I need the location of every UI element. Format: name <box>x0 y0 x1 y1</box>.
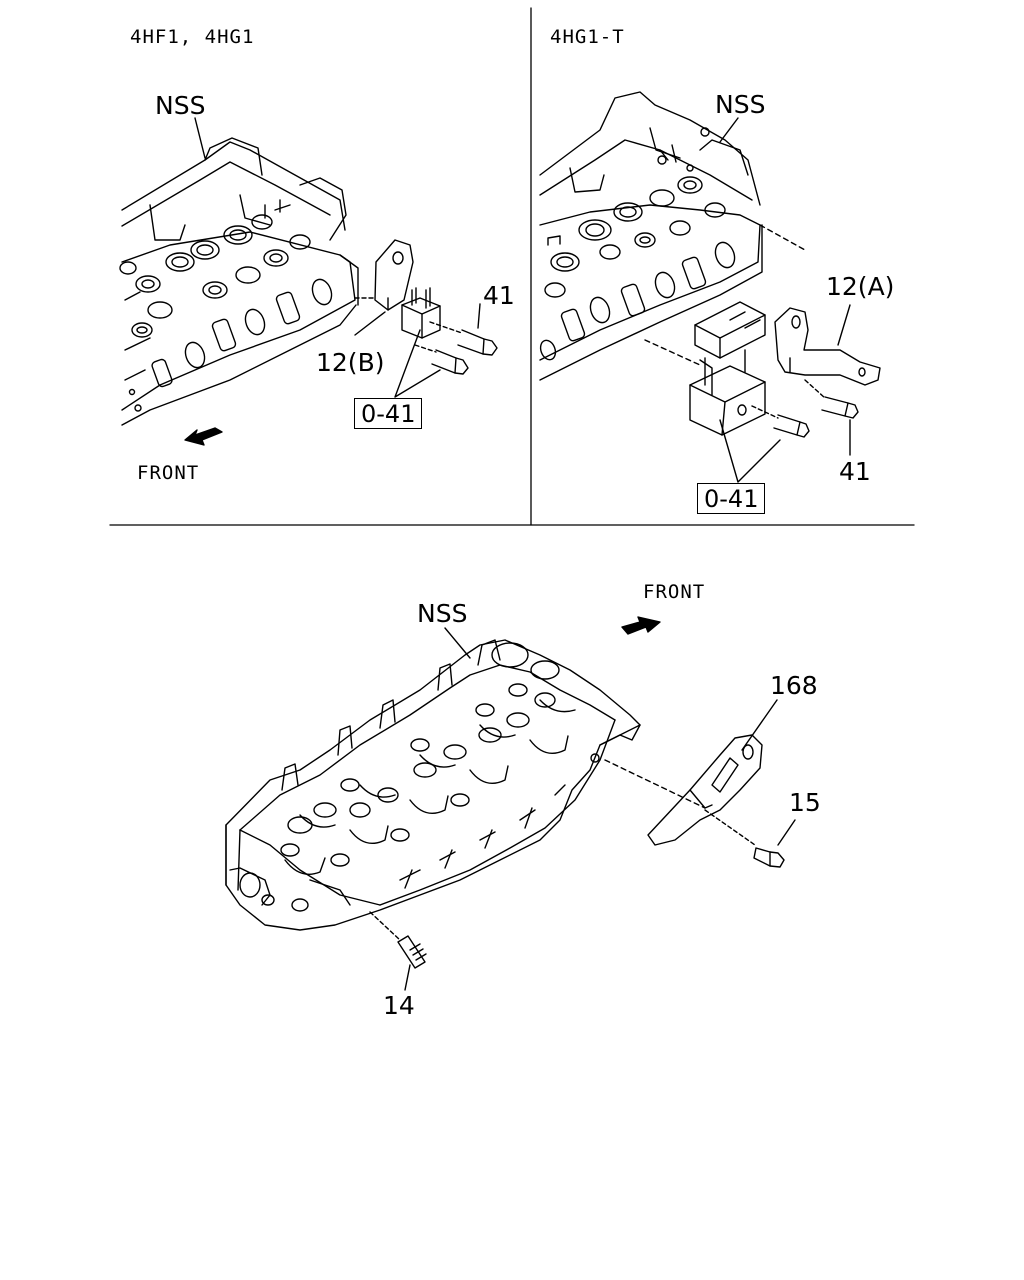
callout-nss-bottom: NSS <box>417 599 468 628</box>
leader-nss-top-left <box>194 117 206 159</box>
cylinder-head-bottom <box>225 639 706 931</box>
cylinder-head-top-left <box>119 137 359 426</box>
title-top-right: 4HG1-T <box>550 26 625 48</box>
bolt-15-part <box>753 819 796 868</box>
title-top-left: 4HF1, 4HG1 <box>130 26 255 48</box>
front-arrow-icon <box>184 427 223 446</box>
callout-41-top-right: 41 <box>839 457 871 486</box>
bracket-12a-part <box>689 301 881 483</box>
bracket-12b-part <box>354 239 441 339</box>
callout-12b: 12(B) <box>316 348 385 377</box>
callout-0-41-top-left: 0-41 <box>354 398 423 429</box>
bolts-top-left <box>354 303 498 398</box>
callout-0-41-top-right: 0-41 <box>697 483 766 514</box>
bracket-168-part <box>647 734 763 846</box>
stud-14-part <box>369 911 427 969</box>
callout-168: 168 <box>770 671 818 700</box>
leader-14 <box>404 964 411 991</box>
callout-41-top-left: 41 <box>483 281 515 310</box>
callout-12a: 12(A) <box>826 272 895 301</box>
callout-nss-top-right: NSS <box>715 90 766 119</box>
callout-nss-top-left: NSS <box>155 91 206 120</box>
front-label-bottom: FRONT <box>643 581 706 603</box>
front-arrow-icon <box>621 616 661 635</box>
cylinder-head-top-right <box>539 91 806 381</box>
callout-14: 14 <box>383 991 415 1020</box>
leader-nss-bottom <box>444 627 471 659</box>
leader-168 <box>741 699 778 751</box>
callout-15: 15 <box>789 788 821 817</box>
front-label-top-left: FRONT <box>137 462 200 484</box>
leader-nss-top-right <box>719 117 739 143</box>
